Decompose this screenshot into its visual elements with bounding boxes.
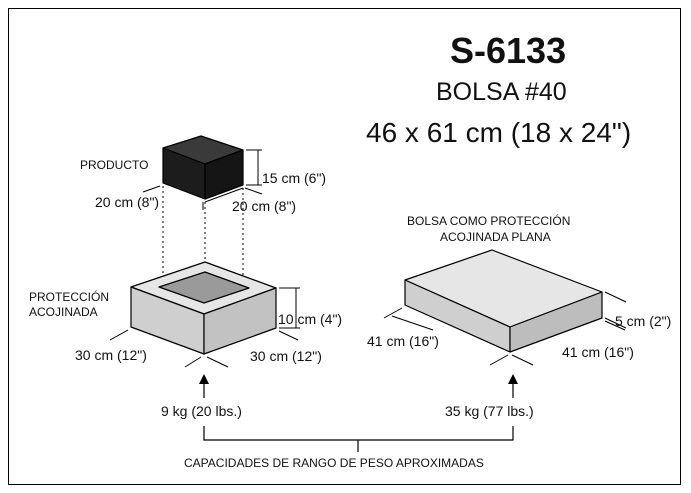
model-number: S-6133 — [450, 30, 567, 71]
pad-label-line2: ACOJINADA PLANA — [440, 230, 551, 244]
pad-width-left-label: 41 cm (16") — [367, 333, 439, 349]
weight-range-caption: CAPACIDADES DE RANGO DE PESO APROXIMADAS — [184, 456, 484, 470]
bag-size: 46 x 61 cm (18 x 24") — [366, 117, 632, 148]
right-weight-label: 35 kg (77 lbs.) — [445, 403, 534, 419]
cushion-label-line1: PROTECCIÓN — [29, 290, 110, 304]
left-weight-label: 9 kg (20 lbs.) — [161, 403, 242, 419]
pad-height-label: 5 cm (2") — [615, 313, 672, 329]
product-width-left-label: 20 cm (8") — [95, 194, 160, 210]
product-dimension-lines — [142, 149, 263, 210]
left-arrow-head — [199, 374, 209, 384]
bag-type: BOLSA #40 — [436, 78, 567, 106]
product-cube — [162, 135, 244, 200]
cushion-label-line2: ACOJINADA — [29, 305, 98, 319]
product-width-right-label: 20 cm (8") — [232, 198, 297, 214]
pad-dimension-lines — [383, 291, 627, 366]
pad-right-face — [509, 291, 603, 353]
diagram-frame — [8, 8, 681, 485]
product-label: PRODUCTO — [80, 158, 149, 172]
weight-bracket — [203, 383, 514, 452]
cushion-right-face — [203, 287, 277, 355]
cushion-width-left-label: 30 cm (12") — [75, 347, 147, 363]
cushion-dimension-lines — [109, 287, 300, 368]
cushion-width-right-label: 30 cm (12") — [250, 348, 322, 364]
cushion-height-label: 10 cm (4") — [278, 311, 343, 327]
pad-width-right-label: 41 cm (16") — [562, 344, 634, 360]
pad-label-line1: BOLSA COMO PROTECCIÓN — [407, 214, 571, 228]
arrow-heads — [199, 374, 518, 384]
cushion-block — [130, 261, 277, 355]
product-right-face — [204, 149, 244, 200]
product-height-label: 15 cm (6") — [262, 170, 327, 186]
cushion-hole — [158, 271, 250, 304]
right-arrow-head — [508, 374, 518, 384]
flat-cushion-pad — [404, 249, 603, 353]
